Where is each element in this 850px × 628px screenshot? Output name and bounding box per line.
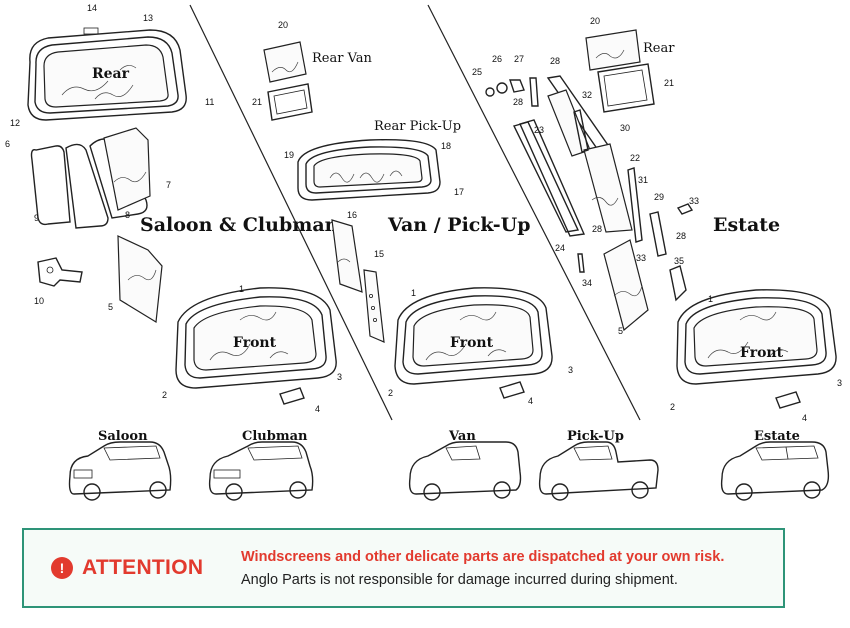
hinge-part xyxy=(37,257,83,287)
part-number: 2 xyxy=(162,390,167,400)
part-number: 5 xyxy=(108,302,113,312)
part-number: 11 xyxy=(205,97,214,107)
part-number: 8 xyxy=(125,210,130,220)
estate-small-parts xyxy=(485,77,539,107)
saloon-front-label: Front xyxy=(233,335,277,351)
part-number: 3 xyxy=(568,365,573,375)
quarter-glass-pickup xyxy=(331,219,385,343)
section-divider-right xyxy=(427,4,641,421)
part-number: 4 xyxy=(315,404,320,414)
part-number: 7 xyxy=(166,180,171,190)
windscreen-parts-diagram: Rear Front Saloon & Clubman Rear Van Rea… xyxy=(5,3,842,501)
warning-icon: ! xyxy=(51,557,73,579)
part-number: 32 xyxy=(582,90,592,100)
car-label-estate: Estate xyxy=(754,429,800,444)
part-number: 22 xyxy=(630,153,640,163)
part-number: 25 xyxy=(472,67,482,77)
part-number: 12 xyxy=(10,118,20,128)
part-numbers: 14 13 11 12 6 7 8 9 10 5 1 2 3 4 20 21 1… xyxy=(5,3,842,423)
part-number: 3 xyxy=(337,372,342,382)
part-number: 28 xyxy=(592,224,602,234)
part-number: 33 xyxy=(636,253,646,263)
car-label-clubman: Clubman xyxy=(242,429,308,444)
car-label-pickup: Pick-Up xyxy=(567,429,624,444)
section-title-van-pickup: Van / Pick-Up xyxy=(387,214,531,236)
attention-notice: ! ATTENTION Windscreens and other delica… xyxy=(22,528,785,608)
part-number: 28 xyxy=(513,97,523,107)
part-number: 20 xyxy=(590,16,600,26)
part-number: 14 xyxy=(87,3,97,13)
attention-warning-text: Windscreens and other delicate parts are… xyxy=(241,548,725,565)
part-number: 31 xyxy=(638,175,648,185)
part-number: 4 xyxy=(528,396,533,406)
part-number: 33 xyxy=(689,196,699,206)
part-number: 21 xyxy=(252,97,262,107)
part-number: 35 xyxy=(674,256,684,266)
attention-disclaimer-text: Anglo Parts is not responsible for damag… xyxy=(241,571,678,588)
part-number: 34 xyxy=(582,278,592,288)
car-estate xyxy=(720,441,830,501)
part-number: 13 xyxy=(143,13,153,23)
car-saloon xyxy=(68,441,172,501)
part-number: 20 xyxy=(278,20,288,30)
saloon-rear-label: Rear xyxy=(92,66,130,82)
section-divider-left xyxy=(189,4,393,421)
clip-part-c xyxy=(775,391,801,409)
part-number: 4 xyxy=(802,413,807,423)
estate-quarter-glass xyxy=(603,239,649,332)
part-number: 6 xyxy=(5,139,10,149)
saloon-quarter-glass xyxy=(117,235,163,324)
part-number: 26 xyxy=(492,54,502,64)
attention-message: Windscreens and other delicate parts are… xyxy=(241,549,724,588)
part-number: 2 xyxy=(670,402,675,412)
part-number: 17 xyxy=(454,187,464,197)
part-number: 10 xyxy=(34,296,44,306)
part-number: 29 xyxy=(654,192,664,202)
part-number: 1 xyxy=(708,294,713,304)
part-number: 9 xyxy=(34,213,39,223)
estate-front-label: Front xyxy=(740,345,784,361)
car-label-van: Van xyxy=(448,429,476,444)
car-van xyxy=(408,441,522,501)
clip-part-b xyxy=(499,381,525,399)
part-number: 30 xyxy=(620,123,630,133)
saloon-rear-screen xyxy=(27,27,187,121)
estate-rear-glass xyxy=(585,29,655,113)
car-clubman xyxy=(208,441,314,501)
attention-label: ATTENTION xyxy=(82,556,204,579)
saloon-side-windows xyxy=(30,127,151,229)
part-number: 23 xyxy=(534,125,544,135)
car-pickup xyxy=(538,441,659,501)
part-number: 1 xyxy=(239,284,244,294)
clip-part-a xyxy=(279,387,305,405)
rear-van-glass xyxy=(263,41,313,121)
attention-heading: ! ATTENTION xyxy=(51,556,241,580)
rear-van-title: Rear Van xyxy=(312,51,373,66)
estate-front-screen xyxy=(676,289,837,385)
van-front-label: Front xyxy=(450,335,494,351)
section-title-saloon-clubman: Saloon & Clubman xyxy=(140,214,339,236)
part-number: 5 xyxy=(618,326,623,336)
estate-side-panels xyxy=(513,75,694,302)
part-number: 18 xyxy=(441,141,451,151)
part-number: 28 xyxy=(550,56,560,66)
van-front-screen xyxy=(394,287,553,385)
part-number: 27 xyxy=(514,54,524,64)
part-number: 15 xyxy=(374,249,384,259)
part-number: 21 xyxy=(664,78,674,88)
part-number: 16 xyxy=(347,210,357,220)
part-number: 3 xyxy=(837,378,842,388)
rear-pickup-title: Rear Pick-Up xyxy=(374,119,461,134)
part-number: 19 xyxy=(284,150,294,160)
part-number: 24 xyxy=(555,243,565,253)
estate-rear-title: Rear xyxy=(643,41,675,56)
saloon-front-screen xyxy=(175,287,337,389)
car-label-saloon: Saloon xyxy=(98,429,148,444)
section-title-estate: Estate xyxy=(713,214,780,236)
rear-pickup-screen xyxy=(297,139,441,201)
part-number: 28 xyxy=(676,231,686,241)
part-number: 2 xyxy=(388,388,393,398)
part-number: 1 xyxy=(411,288,416,298)
